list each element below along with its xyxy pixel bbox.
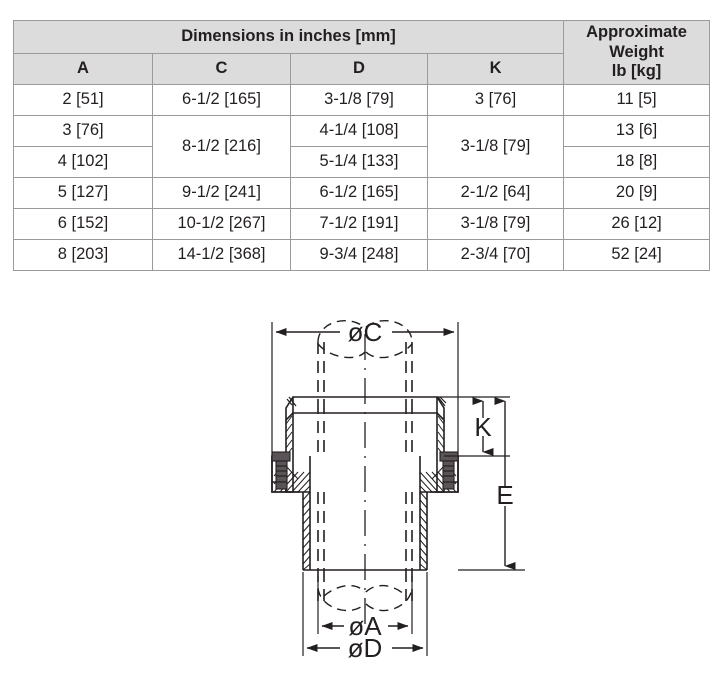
cell-k-merged: 3-1/8 [79] — [426, 115, 565, 178]
hidden-top-cylinder-lines — [317, 342, 413, 402]
header-weight-line-3: lb [kg] — [611, 62, 662, 81]
dimensions-table-container: Dimensions in inches [mm] Approximate We… — [12, 20, 711, 271]
cell-a: 6 [152] — [13, 208, 153, 240]
cell-k: 3 [76] — [426, 84, 565, 116]
cell-c: 6-1/2 [165] — [152, 84, 291, 116]
cell-c-merged: 8-1/2 [216] — [152, 115, 291, 178]
header-dimensions-group: Dimensions in inches [mm] — [12, 20, 565, 54]
header-column-d: D — [290, 53, 428, 85]
dimensions-table: Dimensions in inches [mm] Approximate We… — [12, 20, 711, 271]
cell-k: 2-1/2 [64] — [426, 177, 565, 209]
bolt-left — [271, 451, 291, 490]
dimension-label-diameter-d: øD — [348, 633, 383, 663]
dimension-label-k: K — [474, 412, 492, 442]
cell-a: 2 [51] — [13, 84, 153, 116]
header-column-k: K — [426, 53, 565, 85]
cell-weight: 18 [8] — [563, 146, 711, 178]
cell-d: 9-3/4 [248] — [290, 239, 428, 271]
cell-k: 2-3/4 [70] — [426, 239, 565, 271]
cell-a: 4 [102] — [13, 146, 153, 178]
dimension-e: E — [458, 397, 525, 571]
cell-k: 3-1/8 [79] — [426, 208, 565, 240]
cell-d: 4-1/4 [108] — [290, 115, 428, 147]
cell-c: 10-1/2 [267] — [152, 208, 291, 240]
dimension-label-diameter-a: øA — [348, 611, 382, 641]
dimension-k: K — [437, 396, 510, 457]
cell-weight: 11 [5] — [563, 84, 711, 116]
table-row: 5 [127] 9-1/2 [241] 6-1/2 [165] 2-1/2 [6… — [13, 177, 711, 209]
cell-d: 5-1/4 [133] — [290, 146, 428, 178]
table-row: 6 [152] 10-1/2 [267] 7-1/2 [191] 3-1/8 [… — [13, 208, 711, 240]
table-row: 3 [76] 8-1/2 [216] 4-1/4 [108] 3-1/8 [79… — [13, 115, 711, 178]
cell-d: 3-1/8 [79] — [290, 84, 428, 116]
cell-c: 14-1/2 [368] — [152, 239, 291, 271]
cell-c: 9-1/2 [241] — [152, 177, 291, 209]
fitting-top-rim — [285, 396, 447, 422]
dimension-diameter-a: øA — [317, 576, 413, 641]
cell-weight: 20 [9] — [563, 177, 711, 209]
dimension-diameter-d: øD — [302, 572, 428, 663]
dimension-diameter-c: øC — [271, 317, 459, 456]
cell-weight: 13 [6] — [563, 115, 711, 147]
cell-weight: 26 [12] — [563, 208, 711, 240]
table-row: 8 [203] 14-1/2 [368] 9-3/4 [248] 2-3/4 [… — [13, 239, 711, 271]
table-row: 2 [51] 6-1/2 [165] 3-1/8 [79] 3 [76] 11 … — [13, 84, 711, 116]
cell-weight: 52 [24] — [563, 239, 711, 271]
header-weight-line-2: Weight — [609, 42, 664, 61]
table-header-letter-row: A C D K — [13, 53, 710, 85]
dimension-label-e: E — [496, 480, 513, 510]
cell-d: 7-1/2 [191] — [290, 208, 428, 240]
hidden-top-arc — [317, 319, 413, 359]
dimension-label-diameter-c: øC — [348, 317, 383, 347]
fitting-cross-section-drawing: øC K E øA øD — [0, 296, 722, 688]
header-column-a: A — [13, 53, 153, 85]
table-header-group-row: Dimensions in inches [mm] Approximate We… — [12, 20, 711, 85]
cell-a: 5 [127] — [13, 177, 153, 209]
header-approximate-weight: Approximate Weight lb [kg] — [563, 20, 711, 85]
cell-a: 3 [76] — [13, 115, 153, 147]
header-weight-line-1: Approximate — [586, 23, 687, 42]
cell-d: 6-1/2 [165] — [290, 177, 428, 209]
cell-a: 8 [203] — [13, 239, 153, 271]
header-column-c: C — [152, 53, 291, 85]
table-row: 4 [102] 5-1/4 [133] 18 [8] — [13, 146, 711, 178]
fitting-neck-walls — [285, 402, 445, 457]
